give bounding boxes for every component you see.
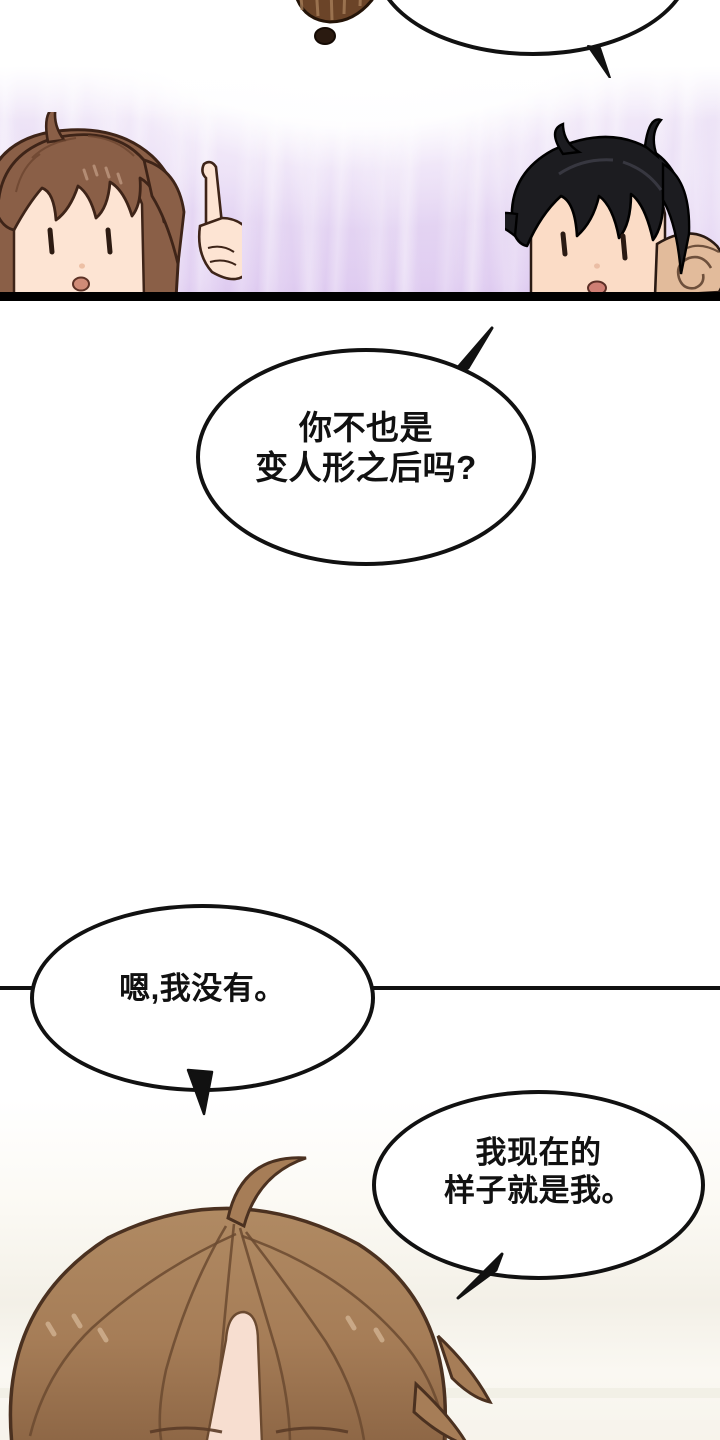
- bubble-question-text: 你不也是 变人形之后吗?: [255, 409, 477, 487]
- brown-haired-character-top-view: [8, 1156, 493, 1440]
- bubble-reply-2: 我现在的 样子就是我。: [372, 1090, 705, 1280]
- bubble-reply-1: 嗯,我没有。: [30, 904, 375, 1092]
- bubble-question: 你不也是 变人形之后吗?: [196, 348, 536, 566]
- brown-tail-tip-icon: [295, 0, 374, 45]
- bubble-reply-2-text: 我现在的 样子就是我。: [444, 1135, 633, 1208]
- panel-1: [0, 0, 720, 292]
- bubble-reply-2-tail-icon: [456, 1252, 504, 1300]
- girl-character: [0, 112, 242, 292]
- bubble-reply-1-tail-icon: [186, 1068, 214, 1116]
- bubble-reply-1-text: 嗯,我没有。: [119, 971, 286, 1006]
- boy-character: [505, 118, 720, 292]
- bubble-top-partial-tail-icon: [587, 45, 611, 78]
- pointing-hand-icon: [197, 160, 242, 281]
- panel-divider: [0, 292, 720, 301]
